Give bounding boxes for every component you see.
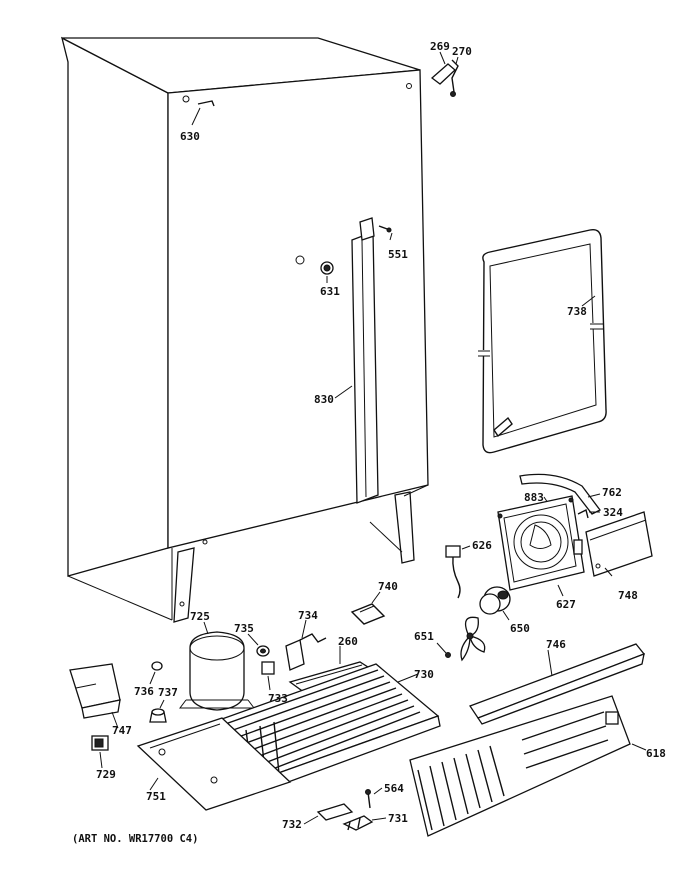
label-762: 762: [602, 486, 622, 499]
part-830-trim-strip: [334, 217, 379, 504]
part-731-clip: [342, 815, 387, 831]
part-631-plug: [320, 261, 334, 283]
part-324-clip: [577, 508, 600, 519]
art-number-caption: (ART NO. WR17700 C4): [72, 833, 198, 845]
label-740: 740: [378, 580, 398, 593]
label-729: 729: [96, 768, 116, 781]
part-732-pad: [303, 803, 354, 825]
label-725: 725: [190, 610, 210, 623]
part-626-thermostat-lead: [445, 545, 471, 599]
label-732: 732: [282, 818, 302, 831]
label-626: 626: [472, 539, 492, 552]
part-735-grommet: [247, 633, 270, 657]
label-733: 733: [268, 692, 288, 705]
label-736: 736: [134, 685, 154, 698]
part-737-mount: [149, 699, 167, 723]
label-631: 631: [320, 285, 340, 298]
label-618: 618: [646, 747, 666, 760]
part-734-relay-bracket: [285, 619, 327, 671]
part-748-cover-panel: [585, 511, 653, 577]
label-751: 751: [146, 790, 166, 803]
label-746: 746: [546, 638, 566, 651]
part-564-screw: [365, 787, 383, 809]
part-729-capacitor: [91, 735, 109, 769]
label-630: 630: [180, 130, 200, 143]
part-650-fan-motor: [479, 586, 511, 621]
label-747: 747: [112, 724, 132, 737]
label-269: 269: [430, 40, 450, 53]
label-730: 730: [414, 668, 434, 681]
label-564: 564: [384, 782, 404, 795]
label-830: 830: [314, 393, 334, 406]
label-551: 551: [388, 248, 408, 261]
label-627: 627: [556, 598, 576, 611]
part-618-toe-grille: [409, 695, 647, 837]
part-551-screw: [378, 225, 393, 241]
part-627-fan-shroud: [497, 495, 585, 597]
part-740-wire-clip: [350, 591, 386, 625]
label-883: 883: [524, 491, 544, 504]
part-738-door-gasket: [478, 228, 607, 454]
label-738: 738: [567, 305, 587, 318]
label-260: 260: [338, 635, 358, 648]
part-746-rail: [469, 643, 646, 725]
label-270: 270: [452, 45, 472, 58]
label-735: 735: [234, 622, 254, 635]
label-731: 731: [388, 812, 408, 825]
part-747-shield: [69, 663, 121, 729]
part-725-compressor: [179, 621, 255, 711]
part-751-base-plate: [136, 717, 292, 811]
label-650: 650: [510, 622, 530, 635]
label-748: 748: [618, 589, 638, 602]
label-734: 734: [298, 609, 318, 622]
label-737: 737: [158, 686, 178, 699]
part-630-clip: [191, 100, 215, 126]
part-736-grommet: [149, 661, 163, 685]
part-733-overload: [261, 661, 275, 691]
part-651-fan-blade: [436, 616, 486, 662]
label-651: 651: [414, 630, 434, 643]
part-269-270-hinge-assembly: [430, 51, 459, 97]
label-324: 324: [603, 506, 623, 519]
